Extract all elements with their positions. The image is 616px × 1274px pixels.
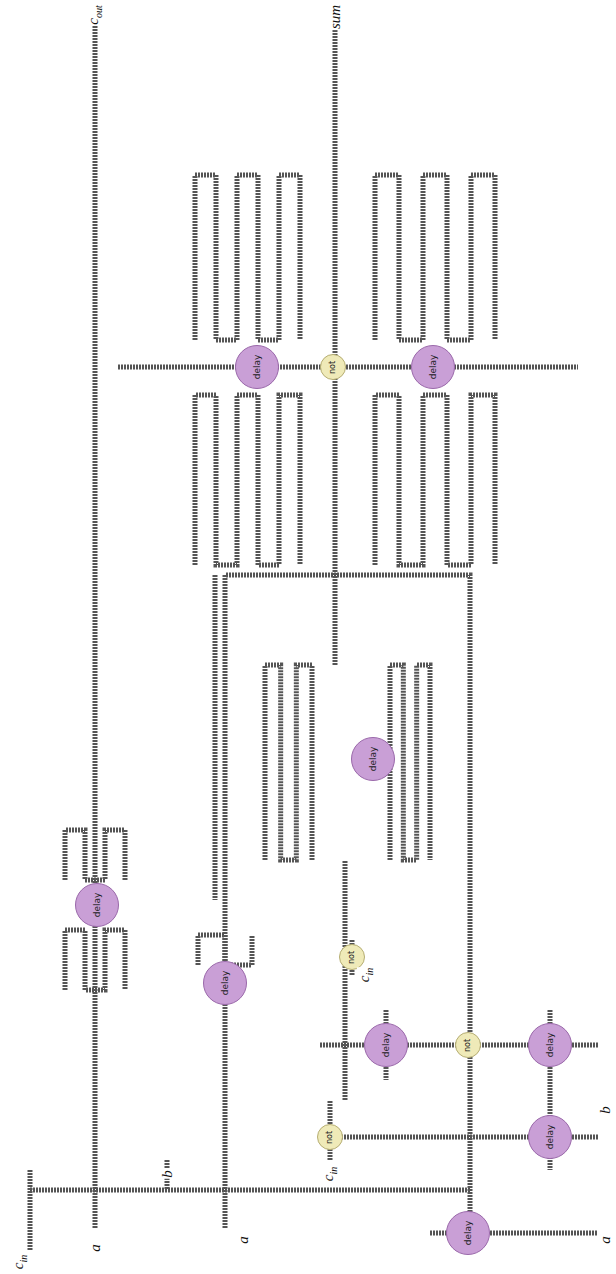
delay-gate: delay <box>528 1115 572 1159</box>
wire <box>225 575 470 1233</box>
signal-name: a <box>597 1235 612 1245</box>
signal-name: a <box>88 1243 103 1253</box>
signal-name: a <box>236 1235 251 1245</box>
wire <box>65 930 125 990</box>
wire <box>118 365 578 370</box>
signal-name: cin <box>357 967 375 983</box>
wire <box>375 395 495 565</box>
gate-label: not <box>347 950 356 963</box>
delay-gate: delay <box>364 1023 408 1067</box>
gate-label: delay <box>428 355 438 380</box>
wire <box>343 860 348 1100</box>
not-gate: not <box>455 1032 481 1058</box>
wire <box>28 1170 33 1250</box>
not-gate: not <box>317 1124 343 1150</box>
gate-label: delay <box>368 747 378 772</box>
gate-label: delay <box>381 1033 391 1058</box>
gate-label: not <box>328 360 337 373</box>
wire <box>65 830 125 880</box>
wire <box>375 175 495 340</box>
delay-gate: delay <box>203 961 247 1005</box>
wire <box>93 22 98 1228</box>
delay-gate: delay <box>351 737 395 781</box>
signal-name: cout <box>86 4 104 25</box>
signal-name: b <box>160 1169 175 1179</box>
delay-gate: delay <box>411 345 455 389</box>
signal-name: cin <box>321 1166 339 1182</box>
gate-label: delay <box>220 971 230 996</box>
signal-name: sum <box>328 4 343 30</box>
wire <box>195 395 300 565</box>
gate-label: not <box>463 1038 472 1051</box>
wire <box>195 175 300 340</box>
wire <box>333 22 338 665</box>
gate-label: delay <box>545 1125 555 1150</box>
gate-label: not <box>325 1130 334 1143</box>
wire <box>213 575 218 900</box>
signal-name: cin <box>11 1254 29 1270</box>
wire <box>265 665 312 860</box>
gate-label: delay <box>545 1033 555 1058</box>
signal-name: b <box>597 1105 612 1115</box>
wire <box>390 665 430 860</box>
delay-gate: delay <box>75 883 119 927</box>
delay-gate: delay <box>528 1023 572 1067</box>
delay-gate: delay <box>446 1211 490 1255</box>
delay-gate: delay <box>235 345 279 389</box>
gate-label: delay <box>463 1221 473 1246</box>
gate-label: delay <box>252 355 262 380</box>
gate-label: delay <box>92 893 102 918</box>
not-gate: not <box>320 354 346 380</box>
